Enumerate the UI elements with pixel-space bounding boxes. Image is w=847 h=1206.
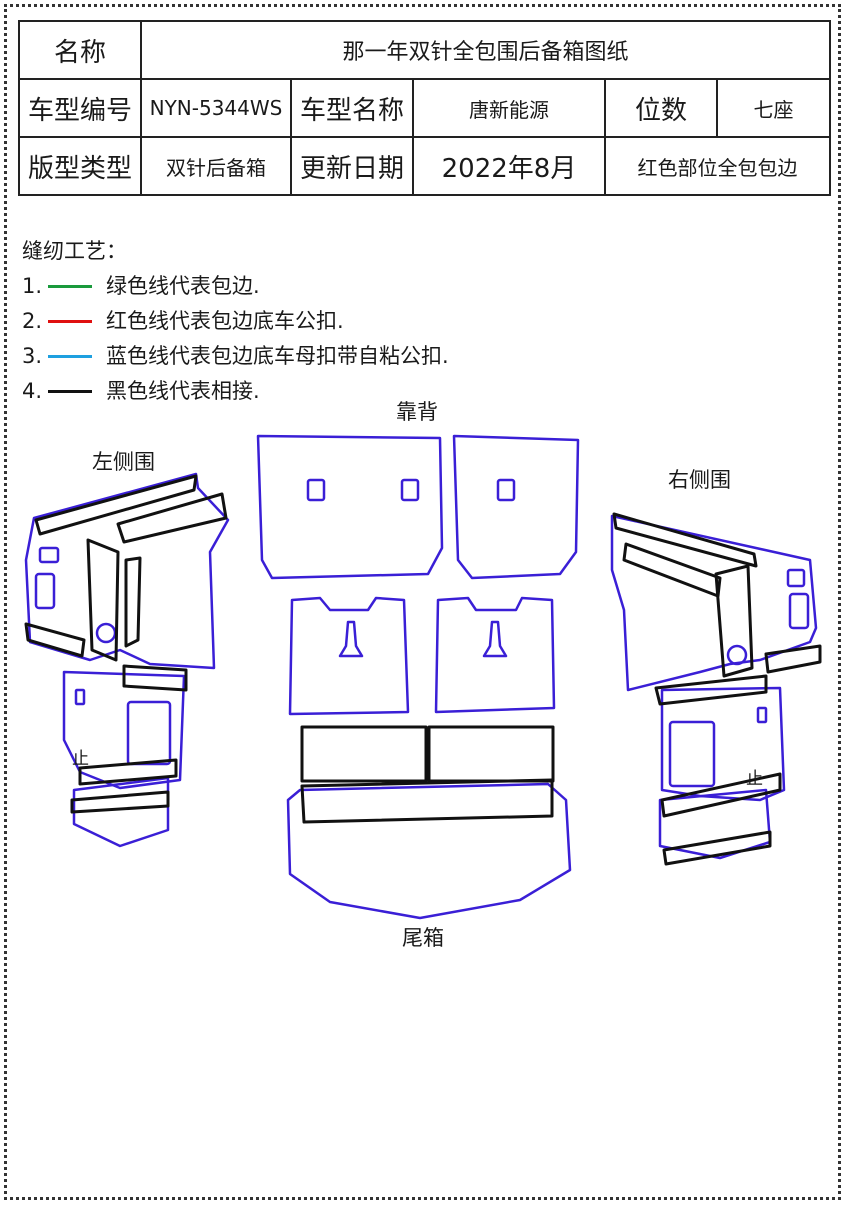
slot xyxy=(756,706,768,724)
slot xyxy=(400,478,420,502)
seam-line xyxy=(660,772,782,818)
process-item: 4. 黑色线代表相接. xyxy=(22,374,449,409)
keyhole-right xyxy=(482,620,508,658)
stop-mark-left: 止 xyxy=(72,749,89,769)
right-side-lower xyxy=(660,686,786,802)
slot xyxy=(126,700,172,766)
note-value: 红色部位全包包边 xyxy=(603,136,832,196)
seat-right-panel xyxy=(434,596,556,714)
keyhole-left xyxy=(338,620,364,658)
process-num: 2. xyxy=(22,309,43,333)
seam-line xyxy=(427,725,555,783)
sewing-process: 缝纫工艺： 1. 绿色线代表包边. 2. 红色线代表包边底车公扣. 3. 蓝色线… xyxy=(22,234,449,409)
date-label: 更新日期 xyxy=(290,136,414,196)
left-side-label: 左侧围 xyxy=(92,450,155,474)
seam-line xyxy=(662,830,772,866)
round-hole xyxy=(95,622,117,644)
model-code-label: 车型编号 xyxy=(18,78,142,138)
seam-line xyxy=(34,474,198,536)
type-label: 版型类型 xyxy=(18,136,142,196)
model-name-value: 唐新能源 xyxy=(412,78,606,138)
seam-line xyxy=(116,492,228,544)
seats-value: 七座 xyxy=(715,78,832,138)
backrest-label: 靠背 xyxy=(396,400,438,424)
slot xyxy=(38,546,60,564)
left-side-upper xyxy=(24,472,230,670)
slot xyxy=(306,478,326,502)
model-name-label: 车型名称 xyxy=(290,78,414,138)
process-num: 1. xyxy=(22,274,43,298)
seam-line xyxy=(78,758,178,786)
backrest-right-panel xyxy=(452,434,580,580)
black-line-swatch xyxy=(48,390,92,393)
process-title: 缝纫工艺： xyxy=(22,239,127,263)
seam-line xyxy=(654,674,768,706)
trunk-floor xyxy=(286,782,572,920)
seat-left-panel xyxy=(288,596,410,716)
process-num: 4. xyxy=(22,379,43,403)
seam-line xyxy=(300,778,554,824)
slot xyxy=(34,572,56,610)
seam-line xyxy=(86,538,120,662)
seam-line xyxy=(70,790,170,814)
process-item: 2. 红色线代表包边底车公扣. xyxy=(22,304,449,339)
seam-line xyxy=(714,564,754,678)
type-value: 双针后备箱 xyxy=(140,136,292,196)
round-hole xyxy=(726,644,748,666)
stop-mark-right: 止 xyxy=(746,769,763,789)
drawing-title: 那一年双针全包围后备箱图纸 xyxy=(139,20,832,80)
seam-line xyxy=(300,725,428,783)
process-text: 黑色线代表相接. xyxy=(106,379,260,403)
date-value: 2022年8月 xyxy=(412,136,606,196)
process-num: 3. xyxy=(22,344,43,368)
slot xyxy=(788,592,810,630)
slot xyxy=(496,478,516,502)
trunk-label: 尾箱 xyxy=(402,926,444,950)
seam-line xyxy=(764,644,822,674)
process-text: 绿色线代表包边. xyxy=(106,274,260,298)
spec-table: 名称 那一年双针全包围后备箱图纸 车型编号 NYN-5344WS 车型名称 唐新… xyxy=(18,20,832,196)
seam-line xyxy=(122,664,188,692)
dotted-border xyxy=(4,4,841,1200)
green-line-swatch xyxy=(48,285,92,288)
blue-line-swatch xyxy=(48,355,92,358)
process-item: 3. 蓝色线代表包边底车母扣带自粘公扣. xyxy=(22,339,449,374)
process-text: 红色线代表包边底车公扣. xyxy=(106,309,344,333)
process-item: 1. 绿色线代表包边. xyxy=(22,269,449,304)
seam-line xyxy=(612,512,758,568)
process-text: 蓝色线代表包边底车母扣带自粘公扣. xyxy=(106,344,449,368)
name-label: 名称 xyxy=(18,20,142,80)
model-code-value: NYN-5344WS xyxy=(140,78,292,138)
left-side-strip xyxy=(72,776,170,848)
slot xyxy=(668,720,716,788)
right-side-upper xyxy=(610,514,818,692)
slot xyxy=(786,568,806,588)
left-side-lower xyxy=(62,670,186,790)
backrest-left-panel xyxy=(256,434,444,580)
seam-line xyxy=(124,556,142,648)
seam-line xyxy=(24,622,86,658)
slot xyxy=(74,688,86,706)
seats-label: 位数 xyxy=(604,78,718,138)
red-line-swatch xyxy=(48,320,92,323)
right-side-label: 右侧围 xyxy=(668,468,731,492)
